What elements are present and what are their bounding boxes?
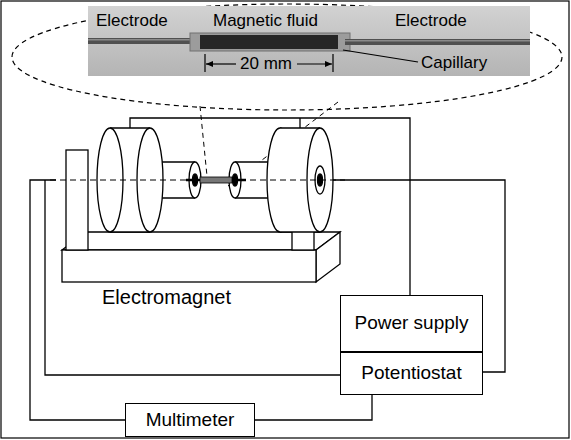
instrument-box: Potentiostat — [340, 352, 483, 395]
box-label: Power supply — [354, 313, 468, 334]
instrument-box: Power supply — [340, 295, 483, 352]
electrode-symbol — [232, 179, 246, 182]
axis-line — [50, 180, 345, 181]
part-label: Electrode — [96, 12, 168, 31]
box-label: Multimeter — [146, 410, 235, 431]
photo — [88, 6, 530, 76]
part-label: Magnetic fluid — [213, 12, 318, 31]
wire-connector — [255, 395, 372, 420]
dimension-label: 20 mm — [240, 55, 292, 74]
zoom-ellipse — [12, 4, 562, 110]
wires — [30, 118, 505, 420]
part-label: Capillary — [421, 54, 487, 73]
capillary-symbol — [200, 177, 232, 183]
box-label: Potentiostat — [361, 363, 461, 384]
device-label: Electromagnet — [102, 286, 231, 308]
electrode-symbol — [186, 179, 200, 182]
electromagnet — [62, 128, 340, 282]
part-label: Electrode — [395, 12, 467, 31]
instrument-box: Multimeter — [125, 403, 255, 437]
